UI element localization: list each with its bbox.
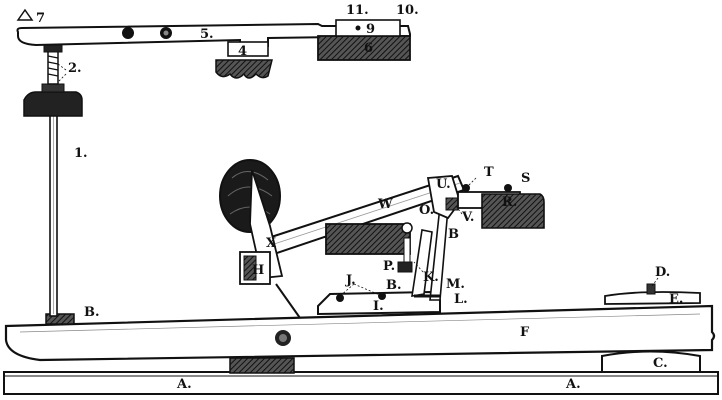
damper-block bbox=[317, 19, 411, 61]
label-11: 11. bbox=[346, 3, 369, 18]
label-spring-l: L. bbox=[454, 292, 468, 307]
label-front-pin-d: D. bbox=[655, 265, 670, 280]
label-w: W bbox=[377, 197, 393, 212]
damper-felt-4 bbox=[215, 59, 273, 79]
label-u: U. bbox=[436, 177, 451, 192]
label-hammer-h: H bbox=[252, 263, 264, 278]
sticker-rod bbox=[23, 83, 83, 317]
label-rail-a-right: A. bbox=[565, 377, 581, 392]
label-o: O. bbox=[419, 203, 434, 218]
label-rail-a: A. bbox=[176, 377, 192, 392]
label-x: X bbox=[266, 236, 277, 251]
label-m: M. bbox=[446, 277, 465, 292]
key-rest-block bbox=[601, 350, 701, 373]
hammer-rod bbox=[275, 283, 301, 319]
label-9: 9 bbox=[366, 22, 375, 37]
balance-rail-felt bbox=[229, 357, 295, 374]
label-b-damper: B bbox=[448, 227, 459, 242]
label-key-rest-c: C. bbox=[653, 356, 668, 371]
capstan-felt bbox=[45, 313, 75, 325]
label-damper-4: 4 bbox=[238, 44, 247, 59]
label-p: P. bbox=[383, 259, 395, 274]
label-capstan-b: B. bbox=[84, 305, 100, 320]
label-10: 10. bbox=[396, 3, 419, 18]
labels: A. A. B. C. D. E. F H I. J. B. K. M. L. … bbox=[36, 3, 683, 392]
base-rail bbox=[3, 371, 719, 395]
label-key-f: F bbox=[520, 325, 530, 340]
label-screw-2: 2. bbox=[68, 61, 82, 76]
backcheck-block bbox=[325, 223, 411, 255]
triangle-marker-icon bbox=[16, 8, 34, 21]
label-7: 7 bbox=[36, 11, 45, 26]
regulating-screw bbox=[43, 43, 63, 85]
label-flange-j: J. bbox=[345, 273, 356, 288]
label-lever-5: 5. bbox=[200, 27, 214, 42]
label-wippen-i: I. bbox=[373, 299, 384, 314]
label-v: V. bbox=[461, 210, 474, 225]
label-balance-e: E. bbox=[669, 292, 683, 307]
front-rail-block bbox=[604, 283, 701, 305]
leader-lines bbox=[57, 63, 659, 297]
label-s: S bbox=[521, 171, 530, 186]
label-jack-k: K. bbox=[423, 270, 439, 285]
label-t: T bbox=[484, 165, 494, 180]
label-felt-6: 6 bbox=[364, 41, 373, 56]
label-r: R. bbox=[502, 195, 517, 210]
key-lever bbox=[4, 304, 716, 362]
wippen-assembly bbox=[317, 205, 449, 316]
label-sticker-1: 1. bbox=[74, 146, 88, 161]
label-backcheck-b: B. bbox=[386, 278, 402, 293]
hammer-butt bbox=[426, 175, 545, 229]
hammer-felt-head bbox=[219, 159, 284, 279]
